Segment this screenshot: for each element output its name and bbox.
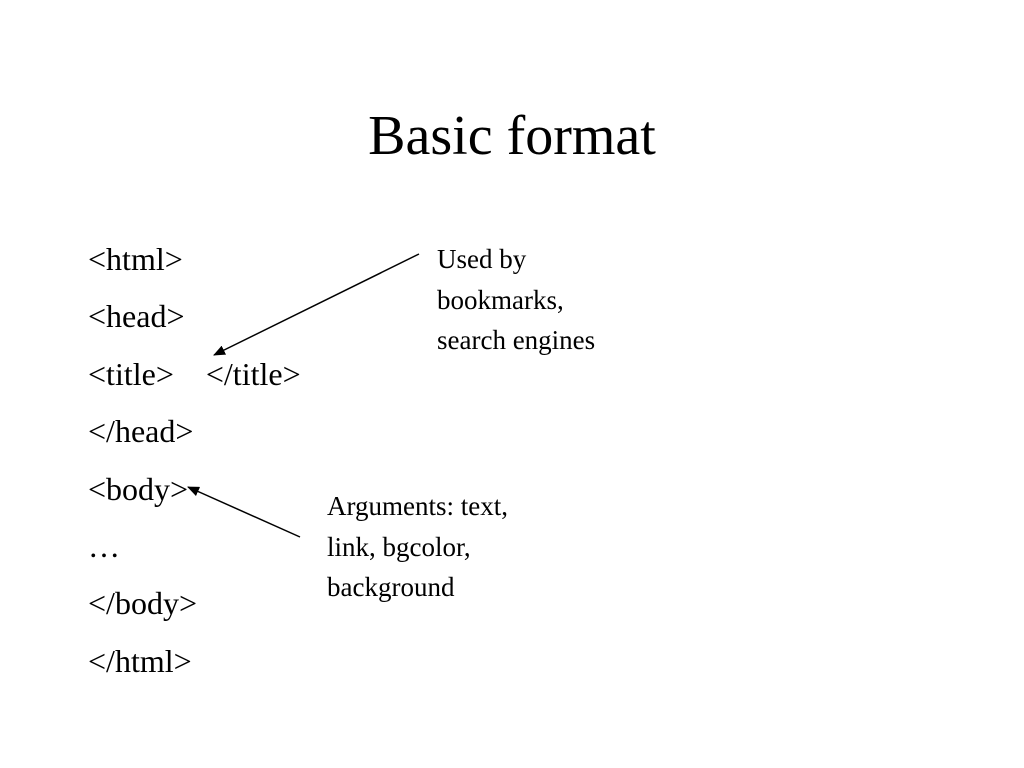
body-annotation-line: Arguments: text, (327, 491, 508, 521)
code-line-html-open: <html> (88, 241, 183, 277)
code-line-html-close: </html> (88, 642, 192, 679)
body-annotation-line: link, bgcolor, (327, 531, 471, 562)
title-annotation-line: Used by (437, 244, 527, 274)
code-line-head-open: <head> (88, 298, 185, 335)
code-line-head-close: </head> (88, 413, 194, 450)
slide-title: Basic format (368, 105, 656, 167)
code-line-body-open: <body> (88, 470, 189, 507)
code-line-ellipsis: … (88, 527, 120, 564)
body-annotation: Arguments: text, link, bgcolor, backgrou… (327, 486, 508, 608)
code-line-body-close: </body> (88, 585, 197, 622)
title-annotation-line: bookmarks, (437, 284, 564, 315)
code-line-title: <title> </title> (88, 355, 301, 392)
body-annotation-line: background (327, 572, 455, 602)
title-annotation: Used by bookmarks, search engines (437, 239, 595, 361)
html-code-list: <html> <head> <title> </title> </head> <… (88, 231, 301, 690)
title-annotation-line: search engines (437, 325, 596, 355)
